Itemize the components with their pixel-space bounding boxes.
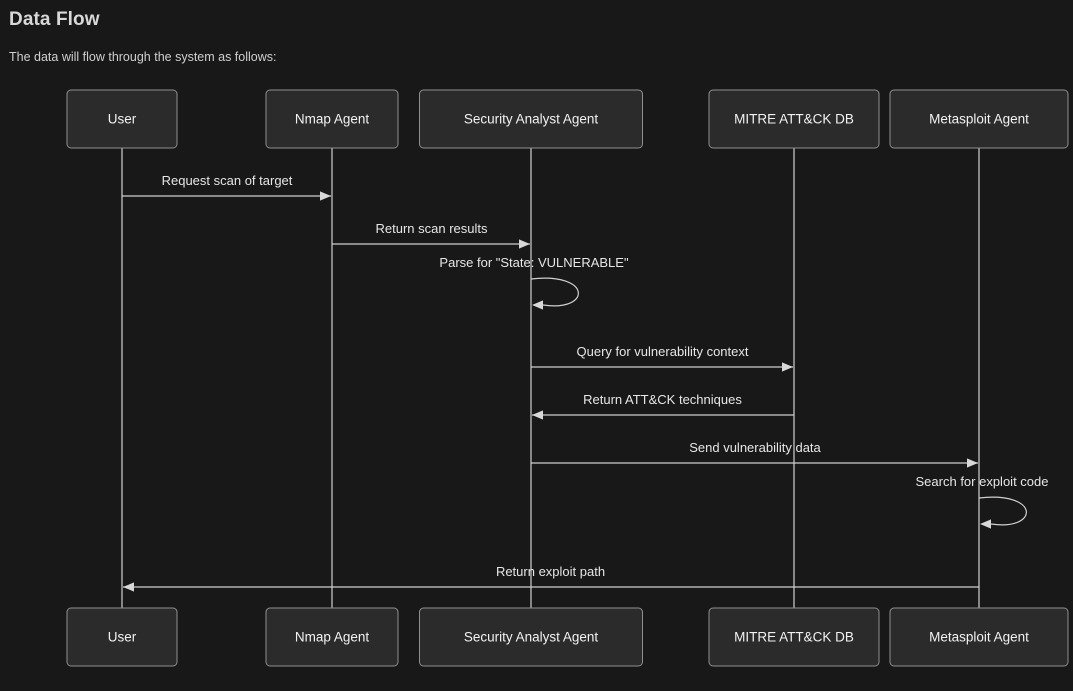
actor-box-bottom-mitre[interactable]: MITRE ATT&CK DB: [708, 607, 880, 667]
self-loop-path: [978, 496, 1027, 526]
arrow-head: [123, 582, 134, 592]
actor-label-bottom-user: User: [108, 630, 137, 645]
self-loop-path: [530, 277, 579, 307]
arrow-head: [320, 191, 331, 201]
actors-bottom-layer: User Nmap Agent Security Analyst Agent MITR…: [66, 607, 1069, 667]
arrow-head: [532, 410, 543, 420]
actor-label-top-user: User: [108, 112, 137, 127]
message-label-1: Request scan of target: [162, 173, 293, 188]
actor-label-top-nmap: Nmap Agent: [295, 112, 370, 127]
actor-label-top-analyst: Security Analyst Agent: [464, 112, 599, 127]
arrow-head: [519, 239, 530, 249]
message-label-3: Parse for "State: VULNERABLE": [439, 255, 629, 270]
message-6[interactable]: Send vulnerability data: [531, 440, 978, 468]
actor-box-top-metasploit[interactable]: Metasploit Agent: [889, 89, 1069, 149]
message-2[interactable]: Return scan results: [332, 221, 530, 249]
arrow-head: [782, 362, 793, 372]
message-label-2: Return scan results: [376, 221, 488, 236]
actor-box-bottom-nmap[interactable]: Nmap Agent: [265, 607, 399, 667]
page-subtitle: The data will flow through the system as…: [9, 50, 277, 64]
actor-box-bottom-user[interactable]: User: [66, 607, 178, 667]
actor-box-bottom-analyst[interactable]: Security Analyst Agent: [419, 607, 643, 667]
message-label-8: Return exploit path: [496, 564, 605, 579]
message-1[interactable]: Request scan of target: [122, 173, 331, 201]
actor-label-bottom-metasploit: Metasploit Agent: [929, 630, 1029, 645]
lifelines-layer: [121, 148, 980, 608]
actor-box-top-nmap[interactable]: Nmap Agent: [265, 89, 399, 149]
message-label-4: Query for vulnerability context: [577, 344, 749, 359]
arrow-head: [532, 300, 543, 310]
actor-label-bottom-nmap: Nmap Agent: [295, 630, 370, 645]
message-label-6: Send vulnerability data: [689, 440, 821, 455]
message-4[interactable]: Query for vulnerability context: [531, 344, 793, 372]
message-label-7: Search for exploit code: [916, 474, 1049, 489]
message-5[interactable]: Return ATT&CK techniques: [532, 392, 794, 420]
actor-box-top-mitre[interactable]: MITRE ATT&CK DB: [708, 89, 880, 149]
actor-box-bottom-metasploit[interactable]: Metasploit Agent: [889, 607, 1069, 667]
actor-label-top-metasploit: Metasploit Agent: [929, 112, 1029, 127]
actor-label-bottom-mitre: MITRE ATT&CK DB: [734, 630, 854, 645]
message-8[interactable]: Return exploit path: [123, 564, 979, 592]
actors-top-layer: User Nmap Agent Security Analyst Agent MITR…: [66, 89, 1069, 149]
message-3[interactable]: Parse for "State: VULNERABLE": [439, 255, 629, 310]
message-7[interactable]: Search for exploit code: [916, 474, 1049, 529]
actor-box-top-analyst[interactable]: Security Analyst Agent: [419, 89, 643, 149]
actor-label-bottom-analyst: Security Analyst Agent: [464, 630, 599, 645]
message-label-5: Return ATT&CK techniques: [583, 392, 742, 407]
actor-box-top-user[interactable]: User: [66, 89, 178, 149]
arrow-head: [967, 458, 978, 468]
actor-label-top-mitre: MITRE ATT&CK DB: [734, 112, 854, 127]
page-title: Data Flow: [9, 9, 100, 30]
arrow-head: [980, 519, 991, 529]
